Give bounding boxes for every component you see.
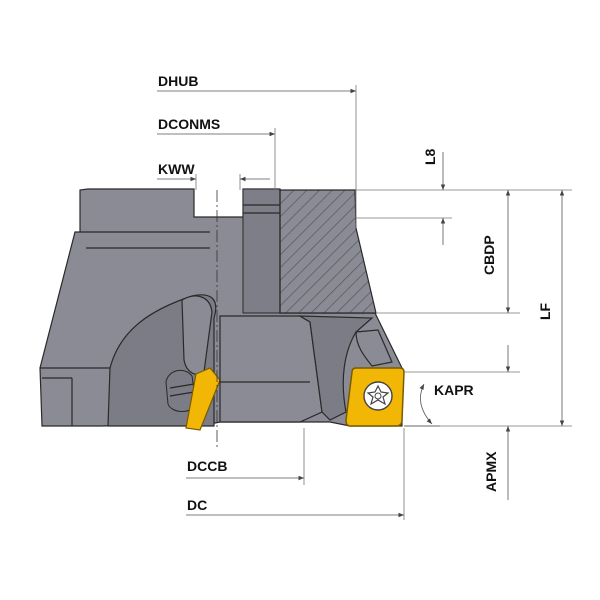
label-dc: DC: [187, 497, 207, 513]
pocket-right-rib: [355, 329, 393, 367]
dim-kapr-arc: [419, 383, 433, 425]
label-l8: L8: [422, 148, 438, 165]
wedge-line-1: [169, 383, 195, 389]
section-hatch: [279, 189, 377, 314]
label-kapr: KAPR: [434, 382, 474, 398]
label-dconms: DCONMS: [158, 116, 220, 132]
center-bore: [219, 315, 323, 423]
cutter-body: [39, 188, 403, 431]
label-lf: LF: [537, 302, 553, 320]
dimension-labels: DHUB DCONMS KWW L8 CBDP LF KAPR DCCB DC …: [158, 73, 553, 513]
label-cbdp: CBDP: [481, 235, 497, 275]
extension-lines: [195, 85, 572, 520]
drive-slot-wall: [242, 188, 281, 314]
torx-screw-icon: [363, 381, 393, 411]
label-kww: KWW: [158, 161, 195, 177]
wedge-line-2: [169, 391, 195, 397]
label-dhub: DHUB: [158, 73, 198, 89]
label-apmx: APMX: [483, 451, 499, 492]
label-dccb: DCCB: [187, 458, 227, 474]
insert-left: [185, 367, 221, 431]
dimension-lines: [157, 88, 565, 518]
cutting-insert: [345, 367, 405, 427]
